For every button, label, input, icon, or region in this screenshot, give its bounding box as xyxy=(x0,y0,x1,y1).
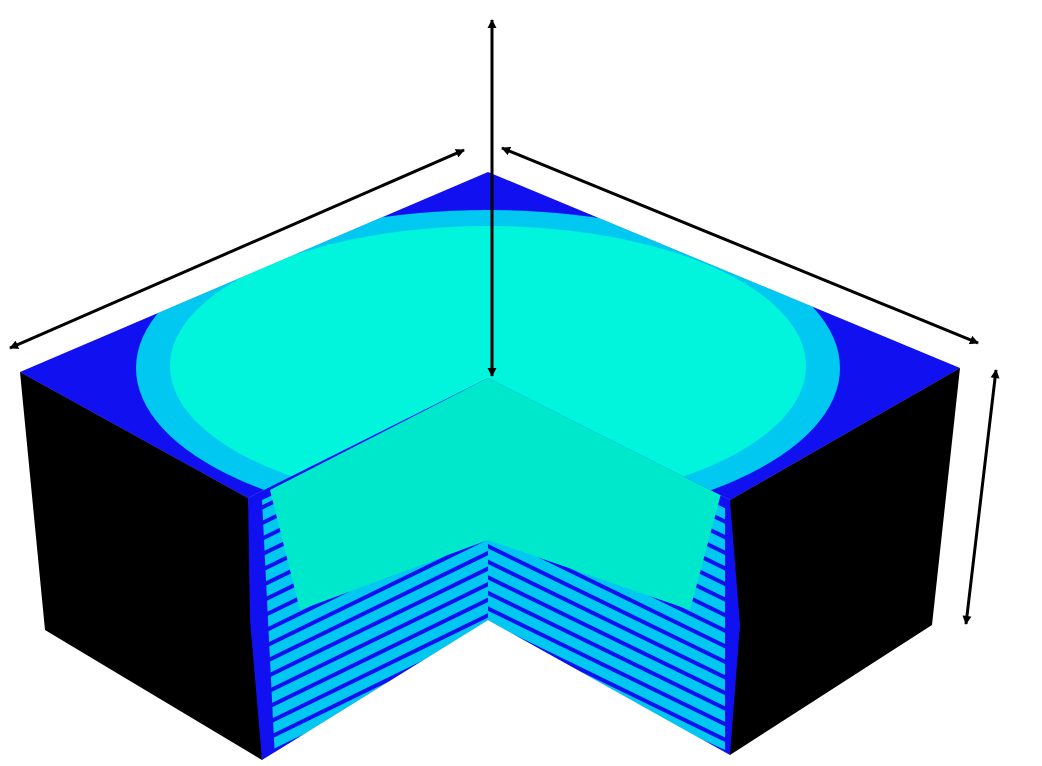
right-cut-core xyxy=(488,378,722,610)
right-top-edge-arrow xyxy=(501,146,979,345)
right-side-height-arrow xyxy=(962,369,1000,625)
left-top-edge-arrow xyxy=(9,148,465,350)
outer-right-side-face xyxy=(730,368,960,755)
left-cut-core xyxy=(270,378,488,610)
outer-left-side-face xyxy=(20,372,262,760)
